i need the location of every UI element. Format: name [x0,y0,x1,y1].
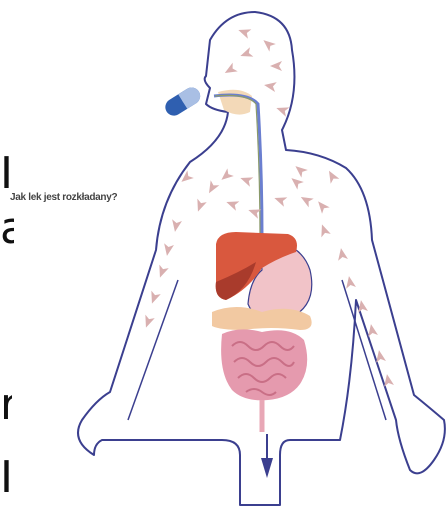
flow-arrow-icon [205,180,220,195]
flow-arrow-icon [270,61,282,71]
capsule-icon [162,84,203,119]
flow-arrow-icon [170,219,182,233]
flow-arrow-icon [141,315,155,330]
flow-arrow-icon [263,80,277,92]
flow-arrow-icon [344,275,356,289]
flow-arrow-icon [325,168,340,183]
flow-arrow-icon [225,197,240,211]
flow-arrow-icon [222,63,237,78]
flow-arrow-icon [298,193,313,208]
esophagus [214,95,262,238]
flow-arrow-icon [260,36,276,51]
right-arm-inner-line [342,280,386,420]
flow-arrow-icon [336,247,348,261]
flow-arrow-icon [239,173,254,187]
flow-arrow-icon [193,199,207,214]
flow-arrow-icon [218,168,234,183]
flow-arrow-icon [237,25,252,39]
flow-arrow-icon [147,291,161,306]
flow-arrow-icon [239,47,254,61]
flow-arrow-icon [178,170,194,185]
esophagus-inner [215,95,260,238]
flow-arrow-icon [273,193,288,207]
flow-arrow-icon [317,223,331,238]
flow-arrow-icon [292,162,308,177]
flow-arrow-icon [162,243,174,257]
exit-arrow-icon [261,434,273,478]
flow-arrow-icon [275,103,290,117]
flow-arrow-icon [155,265,169,280]
diagram-caption: Jak lek jest rozkładany? [10,192,117,203]
flow-arrow-icon [247,205,262,219]
flow-arrow-icon [314,198,329,214]
